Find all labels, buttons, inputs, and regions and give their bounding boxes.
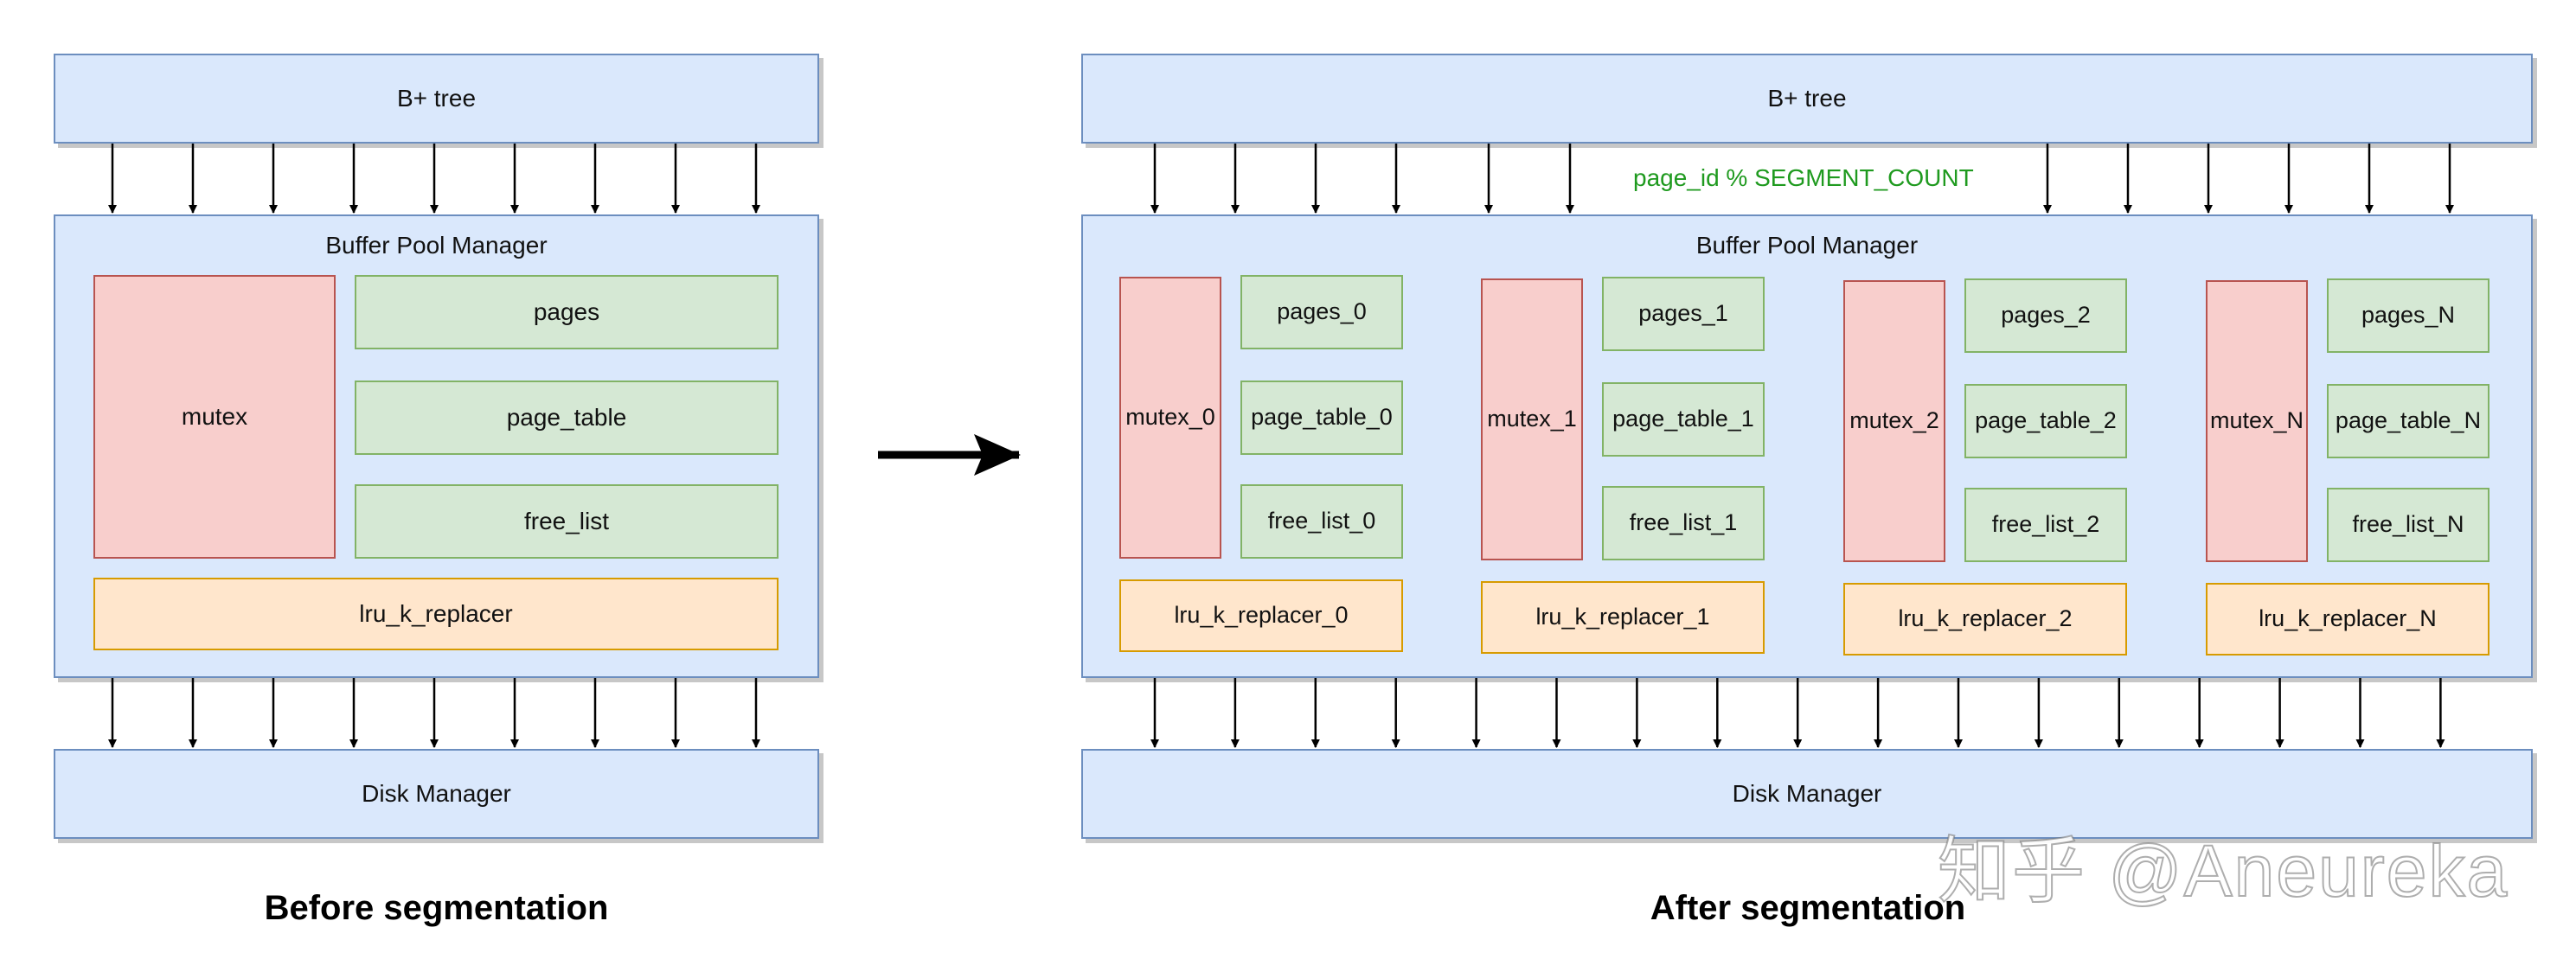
before-pages-label: pages bbox=[533, 297, 600, 325]
after-caption: After segmentation bbox=[1650, 889, 1966, 927]
segment-0-pages: pages_0 bbox=[1240, 275, 1403, 349]
before-replacer-box: lru_k_replacer bbox=[93, 578, 779, 650]
after-btree-label: B+ tree bbox=[1767, 84, 1847, 112]
segment-0-mutex-label: mutex_0 bbox=[1125, 404, 1215, 431]
segment-n-replacer: lru_k_replacer_N bbox=[2206, 583, 2489, 656]
segment-n-page-table: page_table_N bbox=[2327, 384, 2489, 458]
segment-n-pages-label: pages_N bbox=[2361, 302, 2456, 329]
segment-2-free-list: free_list_2 bbox=[1964, 488, 2127, 562]
segment-2-free-list-label: free_list_2 bbox=[1991, 511, 2100, 538]
segment-1-mutex: mutex_1 bbox=[1481, 278, 1583, 560]
segment-1-replacer-label: lru_k_replacer_1 bbox=[1535, 604, 1710, 630]
routing-label: page_id % SEGMENT_COUNT bbox=[1633, 164, 1974, 191]
before-bottom-arrows bbox=[108, 678, 760, 748]
segment-2-page-table-label: page_table_2 bbox=[1975, 407, 2117, 434]
segment-n-free-list: free_list_N bbox=[2327, 488, 2489, 562]
segment-n-free-list-label: free_list_N bbox=[2352, 511, 2464, 538]
segment-0-mutex: mutex_0 bbox=[1119, 277, 1221, 559]
after-manager-label: Buffer Pool Manager bbox=[1695, 232, 1919, 259]
segment-1-replacer: lru_k_replacer_1 bbox=[1481, 581, 1765, 654]
segment-0-free-list: free_list_0 bbox=[1240, 484, 1403, 559]
segment-0-free-list-label: free_list_0 bbox=[1267, 508, 1376, 534]
segment-0-page-table-label: page_table_0 bbox=[1251, 404, 1393, 431]
segment-0-page-table: page_table_0 bbox=[1240, 381, 1403, 455]
segment-0-pages-label: pages_0 bbox=[1277, 298, 1367, 325]
before-page-table-box: page_table bbox=[355, 381, 779, 455]
before-disk-manager-box: Disk Manager bbox=[54, 749, 819, 839]
before-pages-box: pages bbox=[355, 275, 779, 349]
before-disk-label: Disk Manager bbox=[362, 779, 511, 807]
before-btree-label: B+ tree bbox=[396, 84, 477, 112]
before-btree-box: B+ tree bbox=[54, 54, 819, 144]
segment-1-pages: pages_1 bbox=[1602, 277, 1765, 351]
before-free-list-label: free_list bbox=[523, 507, 610, 534]
segment-2-pages: pages_2 bbox=[1964, 278, 2127, 353]
before-mutex-box: mutex bbox=[93, 275, 336, 559]
segment-n-mutex-label: mutex_N bbox=[2209, 407, 2304, 434]
after-top-arrows bbox=[1150, 144, 2454, 214]
segment-1-free-list: free_list_1 bbox=[1602, 486, 1765, 560]
segment-2-pages-label: pages_2 bbox=[2001, 302, 2091, 329]
before-manager-label: Buffer Pool Manager bbox=[325, 232, 548, 259]
after-btree-box: B+ tree bbox=[1081, 54, 2533, 144]
segment-2-replacer-label: lru_k_replacer_2 bbox=[1898, 605, 2073, 632]
segment-2-mutex: mutex_2 bbox=[1843, 280, 1945, 562]
segment-2-page-table: page_table_2 bbox=[1964, 384, 2127, 458]
segment-n-pages: pages_N bbox=[2327, 278, 2489, 353]
segment-n-mutex: mutex_N bbox=[2206, 280, 2308, 562]
before-caption: Before segmentation bbox=[264, 889, 609, 927]
after-disk-manager-box: Disk Manager bbox=[1081, 749, 2533, 839]
segment-n-replacer-label: lru_k_replacer_N bbox=[2259, 605, 2437, 632]
after-disk-label: Disk Manager bbox=[1732, 779, 1882, 807]
after-bottom-arrows bbox=[1150, 678, 2445, 748]
segment-n-page-table-label: page_table_N bbox=[2335, 407, 2482, 434]
segment-1-page-table-label: page_table_1 bbox=[1612, 406, 1754, 432]
segment-1-mutex-label: mutex_1 bbox=[1487, 406, 1577, 432]
before-mutex-label: mutex bbox=[181, 402, 248, 430]
segment-1-free-list-label: free_list_1 bbox=[1629, 509, 1738, 536]
before-free-list-box: free_list bbox=[355, 484, 779, 559]
segment-0-replacer-label: lru_k_replacer_0 bbox=[1174, 602, 1349, 629]
watermark: 知乎 @Aneureka bbox=[1937, 829, 2509, 912]
segment-2-mutex-label: mutex_2 bbox=[1849, 407, 1939, 434]
segment-0-replacer: lru_k_replacer_0 bbox=[1119, 579, 1403, 652]
before-replacer-label: lru_k_replacer bbox=[359, 599, 513, 627]
before-page-table-label: page_table bbox=[506, 403, 627, 431]
segment-2-replacer: lru_k_replacer_2 bbox=[1843, 583, 2127, 656]
segment-1-pages-label: pages_1 bbox=[1638, 300, 1728, 327]
before-top-arrows bbox=[108, 144, 760, 214]
segment-1-page-table: page_table_1 bbox=[1602, 382, 1765, 457]
